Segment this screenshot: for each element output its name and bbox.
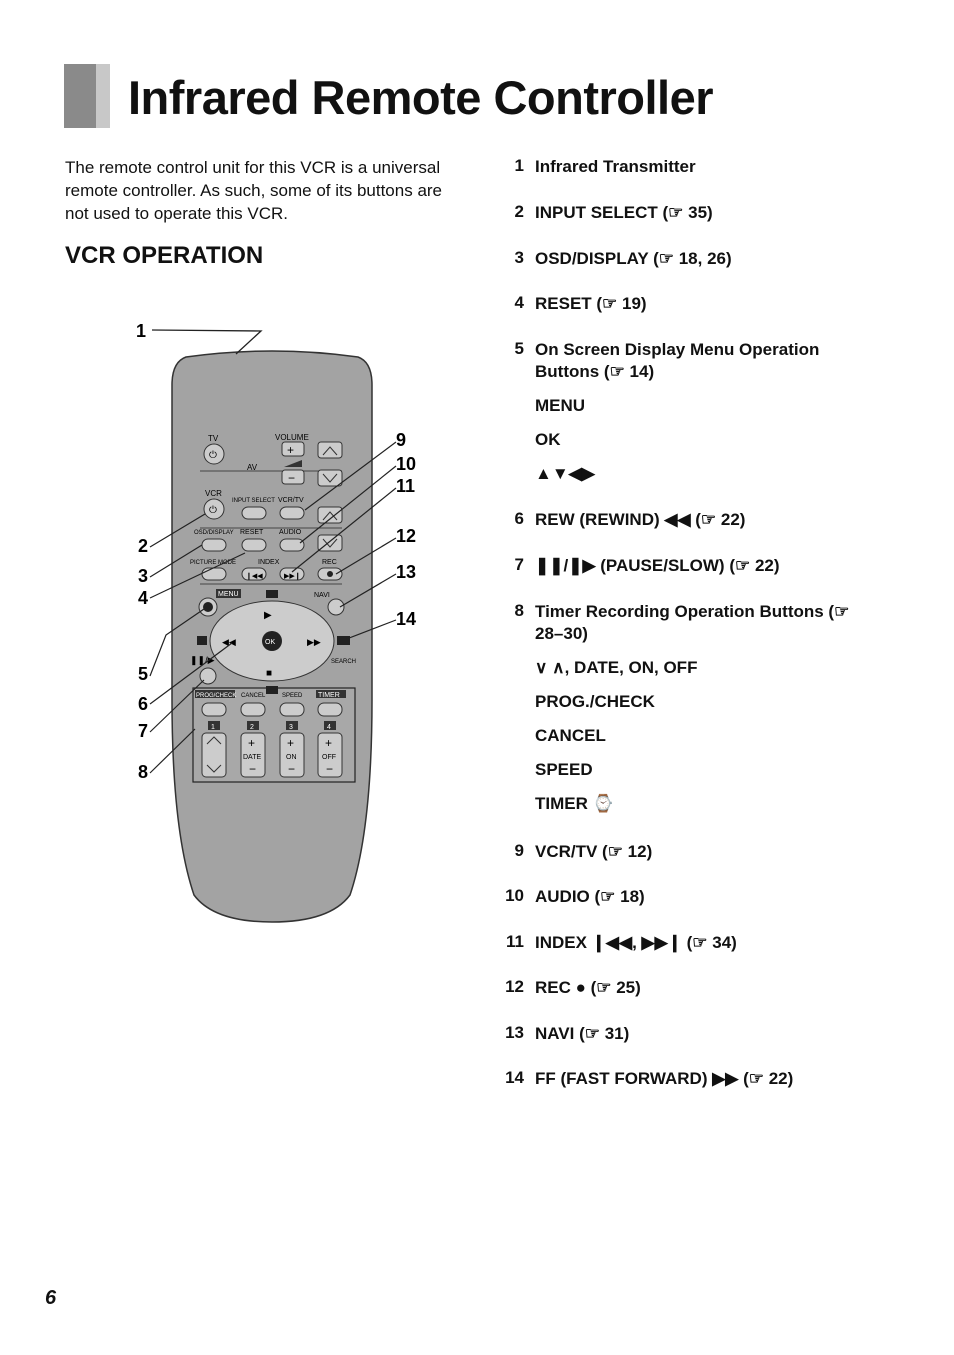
osd-display-button [201,538,227,552]
title-accent-dark [64,64,96,128]
remote-illustration: 1 TV ⏻ VOLUME + − AV VCR ⏻ INPUT SELECT … [136,321,416,923]
label-ok: OK [265,639,275,646]
callout-9: 9 [396,430,406,450]
subitem-prog-check: PROG./CHECK [535,692,655,711]
callout-line-1 [151,329,263,355]
label-volume: VOLUME [275,433,309,442]
vcr-tv-button [279,506,305,520]
vcr-power-button [203,498,225,520]
svg-text:ON: ON [286,754,297,761]
page-number: 6 [45,1287,57,1309]
subitem-arrows: ▲▼◀▶ [535,464,595,483]
svg-text:1: 1 [211,724,215,731]
subitem-speed: SPEED [535,760,593,779]
channel-updown-key [201,732,227,778]
ok-button [262,631,282,651]
svg-text:▶▶: ▶▶ [307,637,321,647]
callout-1: 1 [136,321,146,341]
volume-down-button [281,469,305,485]
prog-check-button [201,702,227,717]
svg-text:−: − [326,762,333,776]
svg-text:DATE: DATE [243,754,261,761]
svg-text:⏻: ⏻ [209,450,217,461]
timer-button [317,702,343,717]
label-input-select: INPUT SELECT [232,498,275,504]
label-prog-check: PROG/CHECK [196,693,236,699]
label-navi: NAVI [314,592,330,599]
svg-text:2: 2 [250,724,254,731]
label-picture-mode: PICTURE MODE [190,560,236,566]
label-menu: MENU [218,591,239,598]
subitem-ok: OK [535,430,561,449]
on-key [279,732,305,778]
reset-button [241,538,267,552]
svg-text:OFF: OFF [322,754,336,761]
svg-text:−: − [249,762,256,776]
svg-text:+: + [287,443,294,457]
label-search: SEARCH [331,659,356,665]
callout-14: 14 [396,609,416,629]
label-reset: RESET [240,529,264,536]
svg-text:◀◀: ◀◀ [222,637,236,647]
callout-2: 2 [138,536,148,556]
navi-button [327,598,345,616]
intro-paragraph: The remote control unit for this VCR is … [65,158,443,223]
label-menu-box [216,589,241,598]
subitem-timer: TIMER ⌚ [535,794,614,813]
subitem-menu: MENU [535,396,586,415]
callout-7: 7 [138,721,148,741]
callout-10: 10 [396,454,416,474]
svg-text:⏻: ⏻ [209,505,217,516]
svg-text:4: 4 [327,724,331,731]
callout-13: 13 [396,562,416,582]
svg-text:❚❚/▶: ❚❚/▶ [190,655,215,666]
label-vcr: VCR [205,489,222,498]
callout-8: 8 [138,762,148,782]
svg-text:■: ■ [266,668,272,679]
callout-3: 3 [138,566,148,586]
svg-text:❙◀◀: ❙◀◀ [246,572,263,580]
label-osd-display: OSD/DISPLAY [194,530,234,536]
index-next-button [279,567,305,581]
subitem-cancel: CANCEL [535,726,606,745]
tv-power-button [203,443,225,465]
svg-text:+: + [325,736,332,750]
svg-text:▶: ▶ [264,610,272,621]
callout-6: 6 [138,694,148,714]
svg-text:▶▶❙: ▶▶❙ [284,572,301,580]
svg-text:+: + [248,736,255,750]
volume-up-button [281,441,305,457]
label-vcr-tv: VCR/TV [278,497,304,504]
off-key [317,732,343,778]
title-accent-light [96,64,110,128]
page-title: Infrared Remote Controller [128,71,714,124]
input-select-button [241,506,267,520]
index-prev-button [241,567,267,581]
label-timer: TIMER [318,692,340,699]
callout-11: 11 [396,476,415,496]
label-tv: TV [208,434,219,443]
subitem-date-on-off: ∨ ∧, DATE, ON, OFF [535,658,698,677]
label-audio: AUDIO [279,529,302,536]
svg-text:3: 3 [289,724,293,731]
label-speed: SPEED [282,693,303,699]
cancel-button [240,702,266,717]
callout-12: 12 [396,526,416,546]
speed-button [279,702,305,717]
svg-text:+: + [287,736,294,750]
label-rec: REC [322,559,337,566]
callout-4: 4 [138,588,148,608]
section-heading: VCR OPERATION [65,242,264,269]
picture-mode-button [201,567,227,581]
label-cancel: CANCEL [241,693,266,699]
channel-down-button [317,469,343,487]
channel-up-button [317,441,343,459]
label-av: AV [247,463,258,472]
audio-button [279,538,305,552]
label-index: INDEX [258,559,280,566]
callout-5: 5 [138,664,148,684]
date-key [240,732,266,778]
svg-text:−: − [288,471,295,485]
svg-text:−: − [288,762,295,776]
